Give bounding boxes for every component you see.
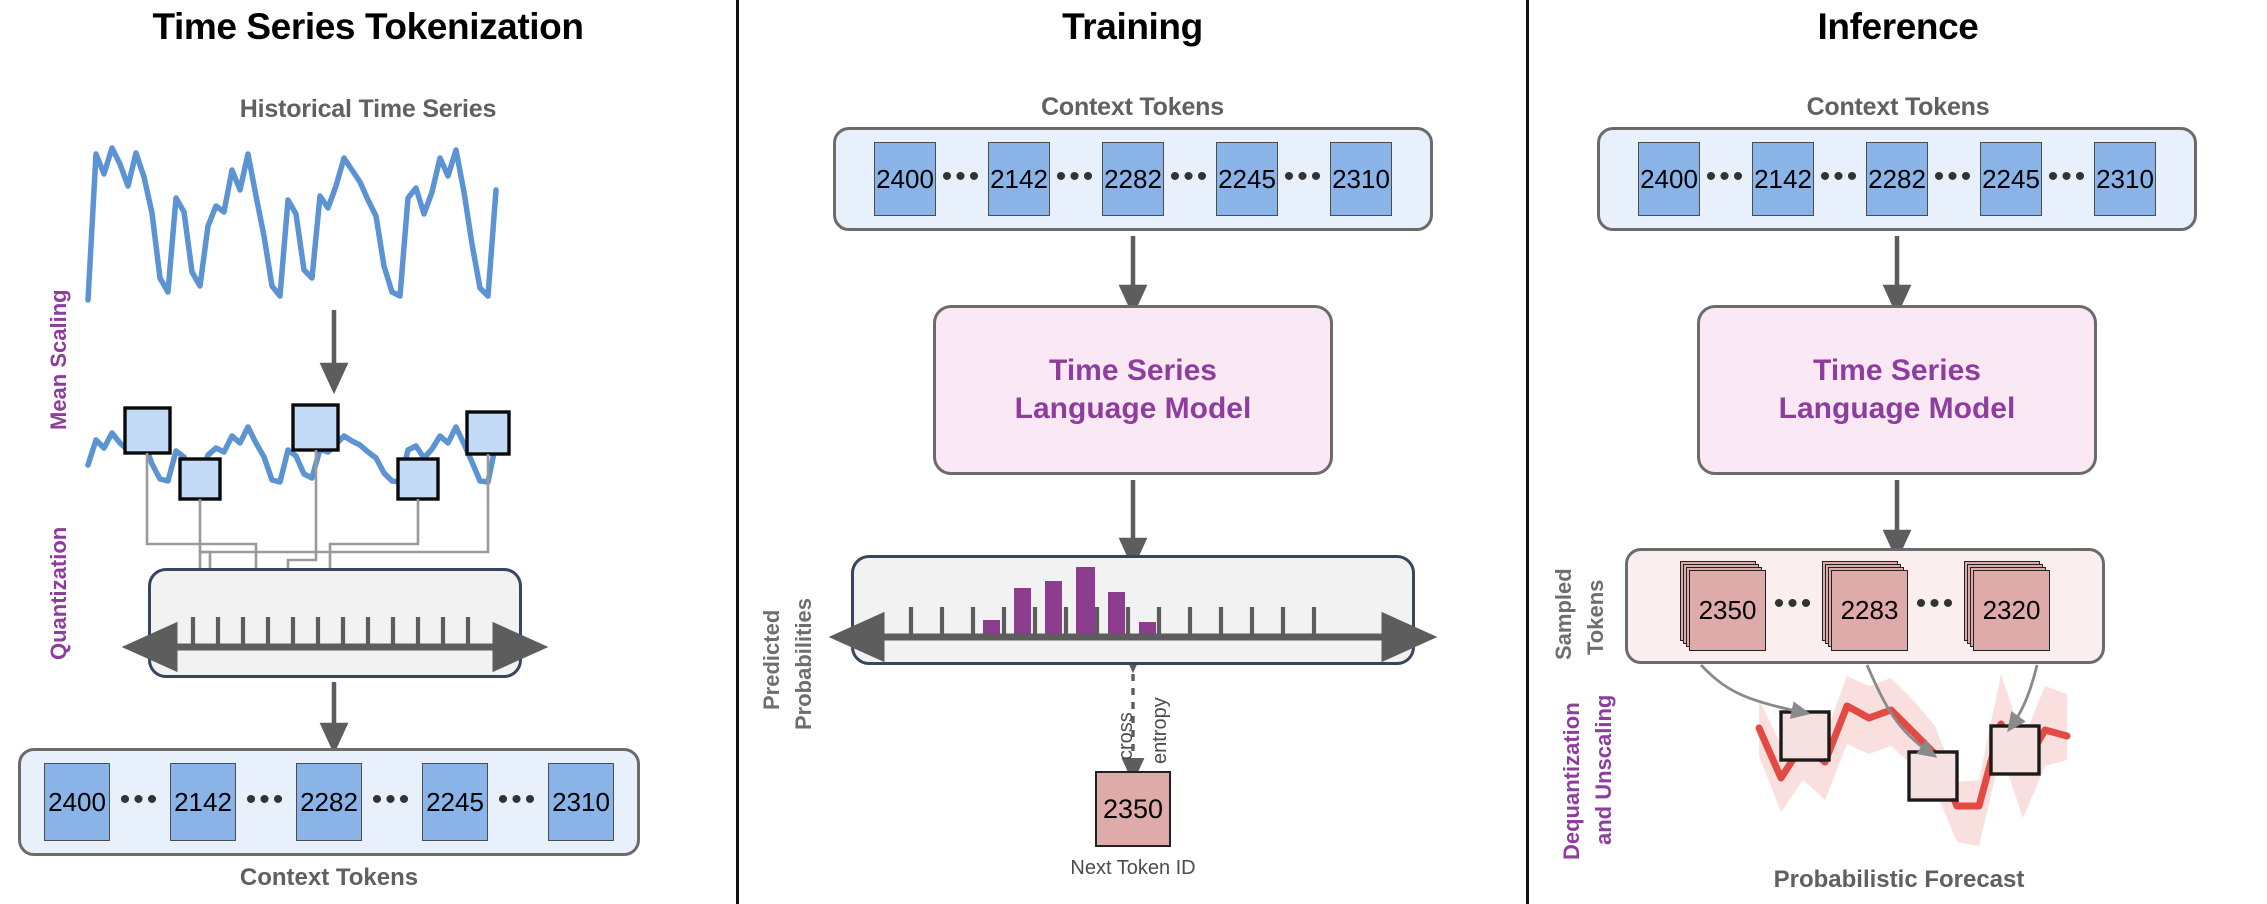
sampled-token-value: 2320	[1982, 595, 2041, 625]
sampled-tokens-strip: 2350 ••• 2283 ••• 2320	[1625, 548, 2105, 664]
token-chip[interactable]: 2400	[44, 763, 110, 841]
token-window-3	[291, 403, 340, 452]
ellipsis: •••	[371, 782, 413, 816]
dequantized-point-1	[1779, 710, 1831, 762]
next-token-id-caption: Next Token ID	[1070, 857, 1196, 879]
token-chip[interactable]: 2142	[170, 763, 236, 841]
model-label-line2: Language Model	[1014, 392, 1252, 425]
panel-title-inference: Inference	[1817, 6, 1979, 47]
token-chip[interactable]: 2282	[1102, 142, 1164, 216]
token-chip[interactable]: 2400	[1638, 142, 1700, 216]
quantization-ticks	[190, 617, 471, 645]
context-tokens-strip-tokenization: 2400 ••• 2142 ••• 2282 ••• 2245 ••• 2310	[18, 748, 640, 856]
panel-inference: Inference Context Tokens 2400 ••• 2142 •…	[1529, 0, 2267, 904]
token-window-5	[465, 410, 511, 456]
sampled-token-value: 2350	[1698, 595, 1757, 625]
ellipsis: •••	[245, 782, 287, 816]
dequantized-point-2	[1907, 750, 1959, 802]
token-chip[interactable]: 2310	[2094, 142, 2156, 216]
token-window-4	[396, 457, 440, 501]
panel-title-tokenization: Time Series Tokenization	[152, 6, 584, 47]
model-label-line1: Time Series	[1813, 353, 1981, 387]
panel-tokenization: Time Series Tokenization Historical Time…	[0, 0, 736, 904]
next-token-id-chip[interactable]: 2350	[1095, 771, 1171, 847]
mean-scaled-series-line	[85, 421, 499, 485]
context-tokens-strip-inference: 2400 ••• 2142 ••• 2282 ••• 2245 ••• 2310	[1597, 127, 2197, 231]
model-label-line2: Language Model	[1778, 392, 2016, 425]
historical-series-line	[85, 145, 499, 303]
probabilistic-forecast-caption: Probabilistic Forecast	[1773, 866, 2025, 893]
panel-title-training: Training	[1062, 6, 1203, 47]
sampled-to-forecast-connectors	[1699, 664, 2039, 758]
predicted-probabilities-histogram	[828, 567, 1438, 663]
ellipsis: •••	[497, 782, 539, 816]
training-flow-arrows	[1118, 236, 1148, 784]
model-label-line1: Time Series	[1049, 353, 1217, 387]
context-tokens-caption-tokenization: Context Tokens	[239, 864, 419, 891]
ellipsis: •••	[119, 782, 161, 816]
time-series-language-model-box-inference[interactable]: Time Series Language Model	[1697, 305, 2097, 475]
sampled-token-stack[interactable]: 2283	[1822, 561, 1908, 651]
dequantized-point-3	[1989, 724, 2041, 776]
mean-scaling-arrow	[319, 310, 349, 395]
token-chip[interactable]: 2282	[1866, 142, 1928, 216]
panel-divider-2	[1526, 0, 1529, 904]
token-chip[interactable]: 2245	[1216, 142, 1278, 216]
context-tokens-label-inference: Context Tokens	[1806, 93, 1990, 121]
token-chip[interactable]: 2310	[548, 763, 614, 841]
cross-entropy-label-line1: cross	[1115, 712, 1137, 760]
token-chip[interactable]: 2245	[422, 763, 488, 841]
sampled-token-stack[interactable]: 2320	[1964, 561, 2050, 651]
historical-series-label: Historical Time Series	[239, 95, 497, 123]
token-chip[interactable]: 2310	[1330, 142, 1392, 216]
context-tokens-label-training: Context Tokens	[1041, 93, 1224, 121]
quantization-axis	[121, 617, 549, 755]
time-series-language-model-box-training[interactable]: Time Series Language Model	[933, 305, 1333, 475]
inference-flow-arrows	[1882, 236, 1912, 562]
panel-divider-1	[736, 0, 739, 904]
historical-time-series-chart	[85, 145, 499, 303]
probabilistic-forecast-chart	[1699, 664, 2071, 846]
cross-entropy-label-line2: entropy	[1149, 697, 1171, 764]
sampled-token-value: 2283	[1840, 595, 1899, 625]
token-chip[interactable]: 2142	[988, 142, 1050, 216]
context-tokens-strip-training: 2400 ••• 2142 ••• 2282 ••• 2245 ••• 2310	[833, 127, 1433, 231]
token-chip[interactable]: 2142	[1752, 142, 1814, 216]
token-chip[interactable]: 2400	[874, 142, 936, 216]
token-chip[interactable]: 2245	[1980, 142, 2042, 216]
panel-training: Training Context Tokens 2400 ••• 2142 ••…	[739, 0, 1526, 904]
token-chip[interactable]: 2282	[296, 763, 362, 841]
sampled-token-stack[interactable]: 2350	[1680, 561, 1766, 651]
